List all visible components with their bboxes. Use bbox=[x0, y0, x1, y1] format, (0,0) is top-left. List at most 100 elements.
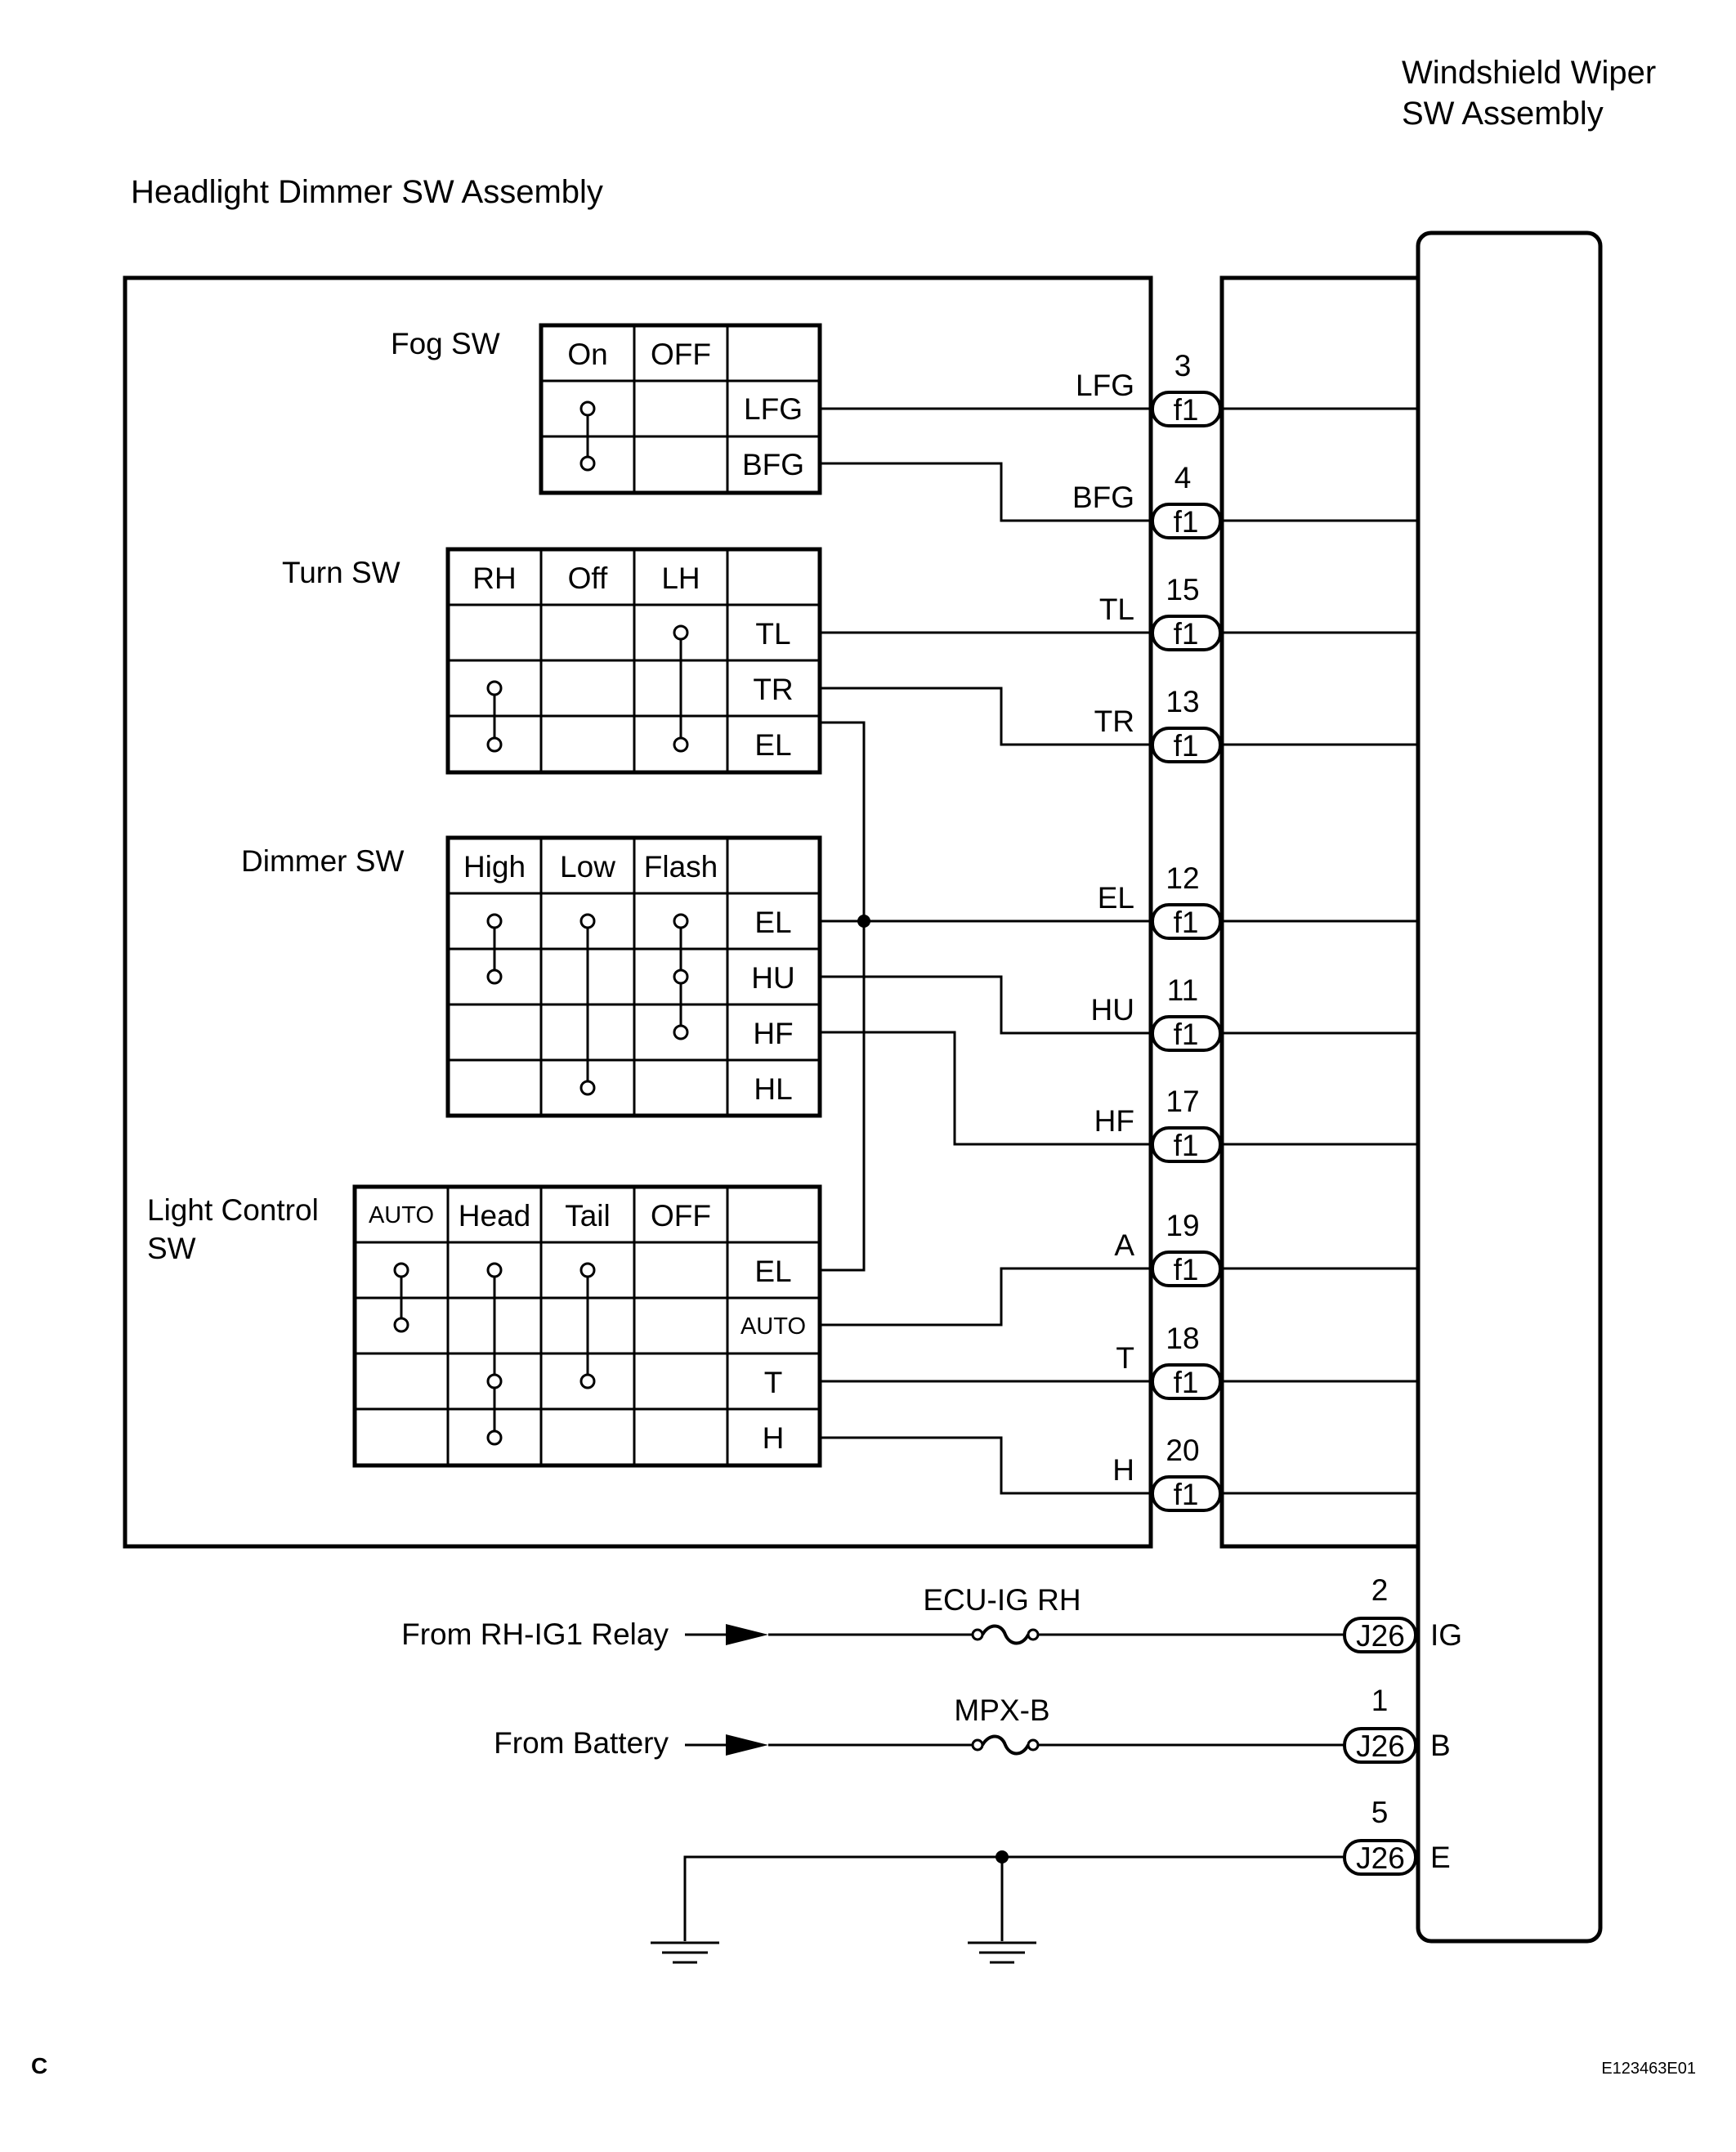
terminal-ig: IG bbox=[1430, 1618, 1462, 1652]
f1-pin-h: f1 20 H bbox=[1112, 1434, 1222, 1512]
svg-text:f1: f1 bbox=[1174, 617, 1199, 651]
wiper-switch-housing bbox=[1416, 230, 1603, 1944]
terminal-e: E bbox=[1430, 1841, 1451, 1874]
svg-text:LFG: LFG bbox=[1076, 369, 1134, 402]
dimmer-sw-row-hl: HL bbox=[754, 1072, 792, 1106]
dimmer-sw-row-hf: HF bbox=[753, 1017, 793, 1050]
source-rh-ig1-relay: From RH-IG1 Relay bbox=[401, 1617, 669, 1651]
j26-connector: J26 bbox=[1356, 1619, 1405, 1653]
fog-sw-header-on: On bbox=[567, 338, 607, 371]
f1-pin-tr: f1 13 TR bbox=[1094, 685, 1222, 763]
svg-text:f1: f1 bbox=[1174, 1478, 1199, 1511]
turn-sw-row-el: EL bbox=[754, 728, 791, 762]
ground-circuit: J26 5 E bbox=[649, 1796, 1451, 1964]
svg-text:f1: f1 bbox=[1174, 505, 1199, 539]
connector-housing bbox=[1219, 275, 1418, 1549]
light-control-row-h: H bbox=[763, 1421, 785, 1455]
svg-text:A: A bbox=[1114, 1228, 1134, 1262]
svg-text:17: 17 bbox=[1166, 1085, 1199, 1118]
svg-text:TL: TL bbox=[1099, 593, 1134, 626]
terminal-b: B bbox=[1430, 1729, 1451, 1762]
fog-sw-header-off: OFF bbox=[651, 338, 711, 371]
footer-code-left: C bbox=[31, 2053, 47, 2078]
svg-text:TR: TR bbox=[1094, 705, 1134, 738]
light-control-header-auto: AUTO bbox=[369, 1202, 434, 1228]
wiper-assembly-title-1: Windshield Wiper bbox=[1402, 55, 1656, 91]
svg-text:3: 3 bbox=[1174, 349, 1192, 383]
svg-text:f1: f1 bbox=[1174, 1366, 1199, 1399]
signal-wires bbox=[820, 407, 1151, 1495]
fuse-icon bbox=[981, 1734, 1030, 1756]
turn-sw-header-off: Off bbox=[568, 561, 608, 595]
fog-sw-title: Fog SW bbox=[391, 327, 500, 360]
turn-sw-row-tl: TL bbox=[755, 617, 790, 651]
light-control-sw-title-2: SW bbox=[147, 1232, 196, 1265]
svg-text:BFG: BFG bbox=[1072, 481, 1134, 514]
el-splice-dot bbox=[857, 915, 870, 928]
fuse-mpx-b: MPX-B bbox=[954, 1693, 1049, 1727]
dimmer-sw-row-hu: HU bbox=[751, 961, 794, 995]
wiper-assembly-title-2: SW Assembly bbox=[1402, 96, 1604, 132]
f1-pin-bfg: f1 4 BFG bbox=[1072, 461, 1222, 539]
svg-text:19: 19 bbox=[1166, 1209, 1199, 1242]
svg-text:12: 12 bbox=[1166, 861, 1199, 895]
ground-splice-dot bbox=[996, 1850, 1009, 1863]
j26-connector: J26 bbox=[1356, 1841, 1405, 1875]
turn-sw-table: Turn SW RH Off LH TL TR EL bbox=[282, 547, 822, 775]
svg-text:11: 11 bbox=[1167, 973, 1198, 1007]
j26-pin-5: 5 bbox=[1371, 1796, 1389, 1829]
headlight-assembly-title: Headlight Dimmer SW Assembly bbox=[131, 174, 603, 210]
f1-pin-tl: f1 15 TL bbox=[1099, 573, 1222, 651]
svg-text:f1: f1 bbox=[1174, 1018, 1199, 1051]
svg-text:T: T bbox=[1116, 1341, 1134, 1375]
dimmer-sw-row-el: EL bbox=[754, 906, 791, 939]
power-ig-circuit: From RH-IG1 Relay ECU-IG RH J26 2 IG bbox=[401, 1573, 1462, 1653]
turn-sw-header-rh: RH bbox=[472, 561, 516, 595]
svg-text:HU: HU bbox=[1091, 993, 1134, 1027]
f1-pin-hu: f1 11 HU bbox=[1091, 973, 1222, 1052]
light-control-row-auto: AUTO bbox=[740, 1313, 806, 1340]
light-control-header-tail: Tail bbox=[565, 1199, 611, 1233]
svg-text:HF: HF bbox=[1094, 1104, 1134, 1138]
dimmer-sw-header-high: High bbox=[463, 850, 526, 884]
ground-icon bbox=[966, 1941, 1038, 1964]
f1-pin-a: f1 19 A bbox=[1114, 1209, 1222, 1287]
svg-text:f1: f1 bbox=[1174, 1129, 1199, 1162]
svg-text:15: 15 bbox=[1166, 573, 1199, 606]
svg-text:f1: f1 bbox=[1174, 1253, 1199, 1286]
turn-sw-title: Turn SW bbox=[282, 556, 400, 589]
f1-pin-lfg: f1 3 LFG bbox=[1076, 349, 1222, 427]
f1-pin-hf: f1 17 HF bbox=[1094, 1085, 1222, 1163]
j26-pin-1: 1 bbox=[1371, 1684, 1389, 1717]
svg-text:18: 18 bbox=[1166, 1322, 1199, 1355]
svg-text:13: 13 bbox=[1166, 685, 1199, 718]
dimmer-sw-title: Dimmer SW bbox=[241, 844, 404, 878]
light-control-header-head: Head bbox=[459, 1199, 530, 1233]
fog-sw-row-bfg: BFG bbox=[742, 448, 804, 481]
j26-connector: J26 bbox=[1356, 1729, 1405, 1763]
fuse-ecu-ig-rh: ECU-IG RH bbox=[923, 1583, 1081, 1617]
svg-text:EL: EL bbox=[1098, 881, 1134, 915]
dimmer-sw-header-low: Low bbox=[560, 850, 615, 884]
fog-sw-table: Fog SW On OFF LFG BFG bbox=[391, 323, 822, 495]
headlight-dimmer-housing bbox=[123, 275, 1153, 1549]
svg-text:f1: f1 bbox=[1174, 729, 1199, 763]
turn-sw-row-tr: TR bbox=[753, 673, 793, 706]
footer-code-right: E123463E01 bbox=[1601, 2060, 1696, 2078]
light-control-row-t: T bbox=[764, 1366, 783, 1399]
light-control-sw-title-1: Light Control bbox=[147, 1193, 319, 1227]
f1-pin-el: f1 12 EL bbox=[1098, 861, 1222, 940]
fog-sw-row-lfg: LFG bbox=[744, 392, 803, 426]
connector-through-wires bbox=[1222, 407, 1418, 1495]
ground-icon bbox=[649, 1941, 721, 1964]
f1-pin-t: f1 18 T bbox=[1116, 1322, 1222, 1400]
dimmer-sw-table: Dimmer SW High Low Flash EL HU HF HL bbox=[241, 835, 822, 1118]
svg-text:f1: f1 bbox=[1174, 906, 1199, 939]
svg-text:f1: f1 bbox=[1174, 393, 1199, 427]
power-battery-circuit: From Battery MPX-B J26 1 B bbox=[494, 1684, 1451, 1764]
light-control-header-off: OFF bbox=[651, 1199, 711, 1233]
light-control-row-el: EL bbox=[754, 1255, 791, 1288]
source-battery: From Battery bbox=[494, 1726, 669, 1760]
svg-text:H: H bbox=[1112, 1453, 1134, 1487]
